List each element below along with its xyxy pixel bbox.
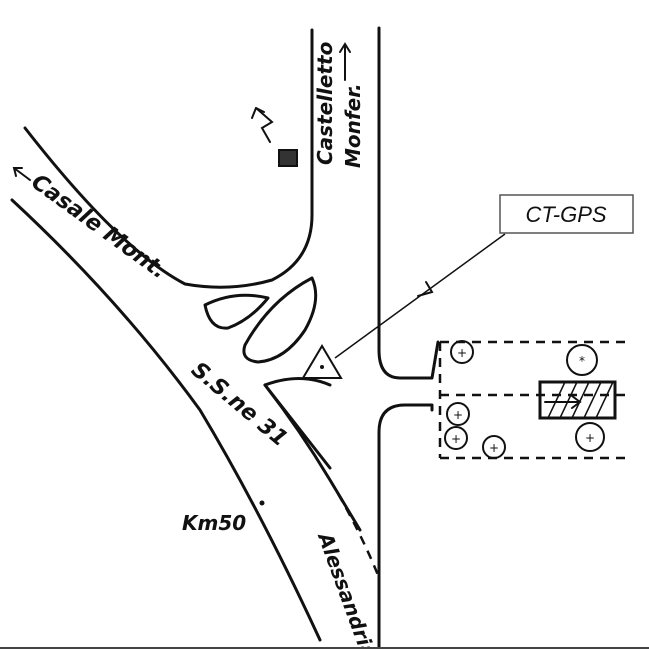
tree-icon — [450, 340, 474, 364]
km-marker-dot — [259, 500, 265, 506]
tree-icon — [444, 426, 468, 450]
svg-text:+: + — [457, 346, 467, 360]
km-marker-label: Km50 — [182, 511, 246, 535]
road-west-label: Casale Mont. — [26, 170, 171, 285]
road-north-label-line1: Castelletto — [313, 41, 337, 165]
svg-text:+: + — [585, 431, 595, 445]
svg-text:+: + — [453, 408, 463, 422]
gps-label: CT-GPS — [525, 202, 606, 227]
svg-text:+: + — [451, 432, 461, 446]
trees: + * + + + + — [444, 340, 605, 459]
road-north-label-line2: Monfer. — [341, 83, 365, 168]
svg-text:*: * — [579, 354, 585, 368]
tree-icon — [575, 422, 605, 452]
hatched-building — [538, 380, 617, 420]
tree-icon — [482, 435, 506, 459]
road-south-label: Alessandria — [313, 528, 381, 649]
road-north-arrow-icon — [339, 42, 351, 81]
property-area — [438, 340, 630, 460]
bottom-border — [0, 647, 649, 649]
tree-icon — [446, 402, 470, 426]
small-building-icon — [278, 149, 298, 167]
gps-station-marker — [301, 233, 506, 379]
svg-text:+: + — [489, 441, 499, 455]
tree-icon — [566, 344, 598, 376]
traffic-islands — [203, 276, 318, 364]
road-west-arrow-icon — [12, 167, 31, 181]
gps-label-box: CT-GPS — [499, 194, 634, 234]
north-road — [23, 26, 440, 649]
north-arrow-icon — [251, 107, 298, 167]
main-road-ss31 — [10, 198, 382, 642]
road-main-label: S.S.ne 31 — [186, 357, 292, 452]
